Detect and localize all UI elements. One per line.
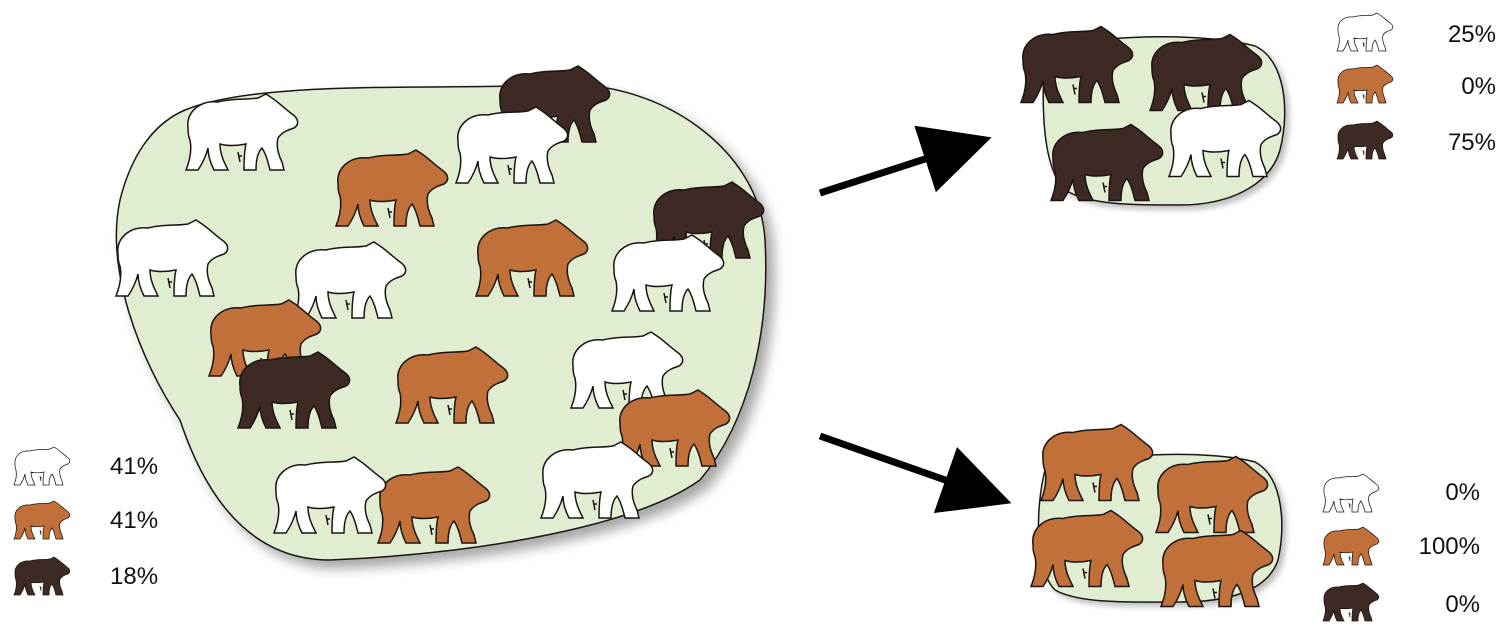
legend-row-white: 25% (1336, 12, 1496, 52)
legend-bear-brown-icon (1322, 526, 1380, 566)
top-black-pct: 75% (1448, 129, 1496, 156)
legend-bear-brown-icon (13, 500, 71, 540)
legend-bear-black-icon (1336, 120, 1394, 160)
legend-row-black: 0% (1322, 582, 1480, 622)
legend-bear-black-icon (1322, 582, 1380, 622)
source-brown-pct: 41% (110, 507, 158, 534)
bottom-black-pct: 0% (1445, 591, 1480, 618)
legend-bear-white-icon (1336, 12, 1394, 52)
arrow-to-top-group (818, 125, 992, 197)
bottom-white-pct: 0% (1445, 479, 1480, 506)
founder-group-bottom (1030, 423, 1283, 608)
source-white-pct: 41% (110, 453, 158, 480)
source-black-pct: 18% (110, 563, 158, 590)
legend-row-black: 18% (13, 556, 158, 596)
legend-row-brown: 0% (1336, 64, 1496, 104)
founder-group-top (1020, 25, 1286, 206)
top-legend: 25% 0% 75% (1336, 12, 1496, 160)
source-legend: 41% 41% 18% (13, 446, 158, 596)
legend-bear-brown-icon (1336, 64, 1394, 104)
legend-row-brown: 41% (13, 500, 158, 540)
legend-row-black: 75% (1336, 120, 1496, 160)
arrow-to-bottom-group (818, 432, 1012, 514)
legend-bear-white-icon (13, 446, 71, 486)
legend-bear-white-icon (1322, 473, 1380, 513)
legend-bear-black-icon (13, 556, 71, 596)
legend-row-white: 41% (13, 446, 158, 486)
source-population (115, 65, 767, 561)
bottom-brown-pct: 100% (1419, 533, 1480, 560)
top-brown-pct: 0% (1461, 73, 1496, 100)
legend-row-brown: 100% (1322, 526, 1480, 566)
legend-row-white: 0% (1322, 473, 1480, 513)
top-white-pct: 25% (1448, 21, 1496, 48)
bottom-legend: 0% 100% 0% (1322, 473, 1480, 622)
